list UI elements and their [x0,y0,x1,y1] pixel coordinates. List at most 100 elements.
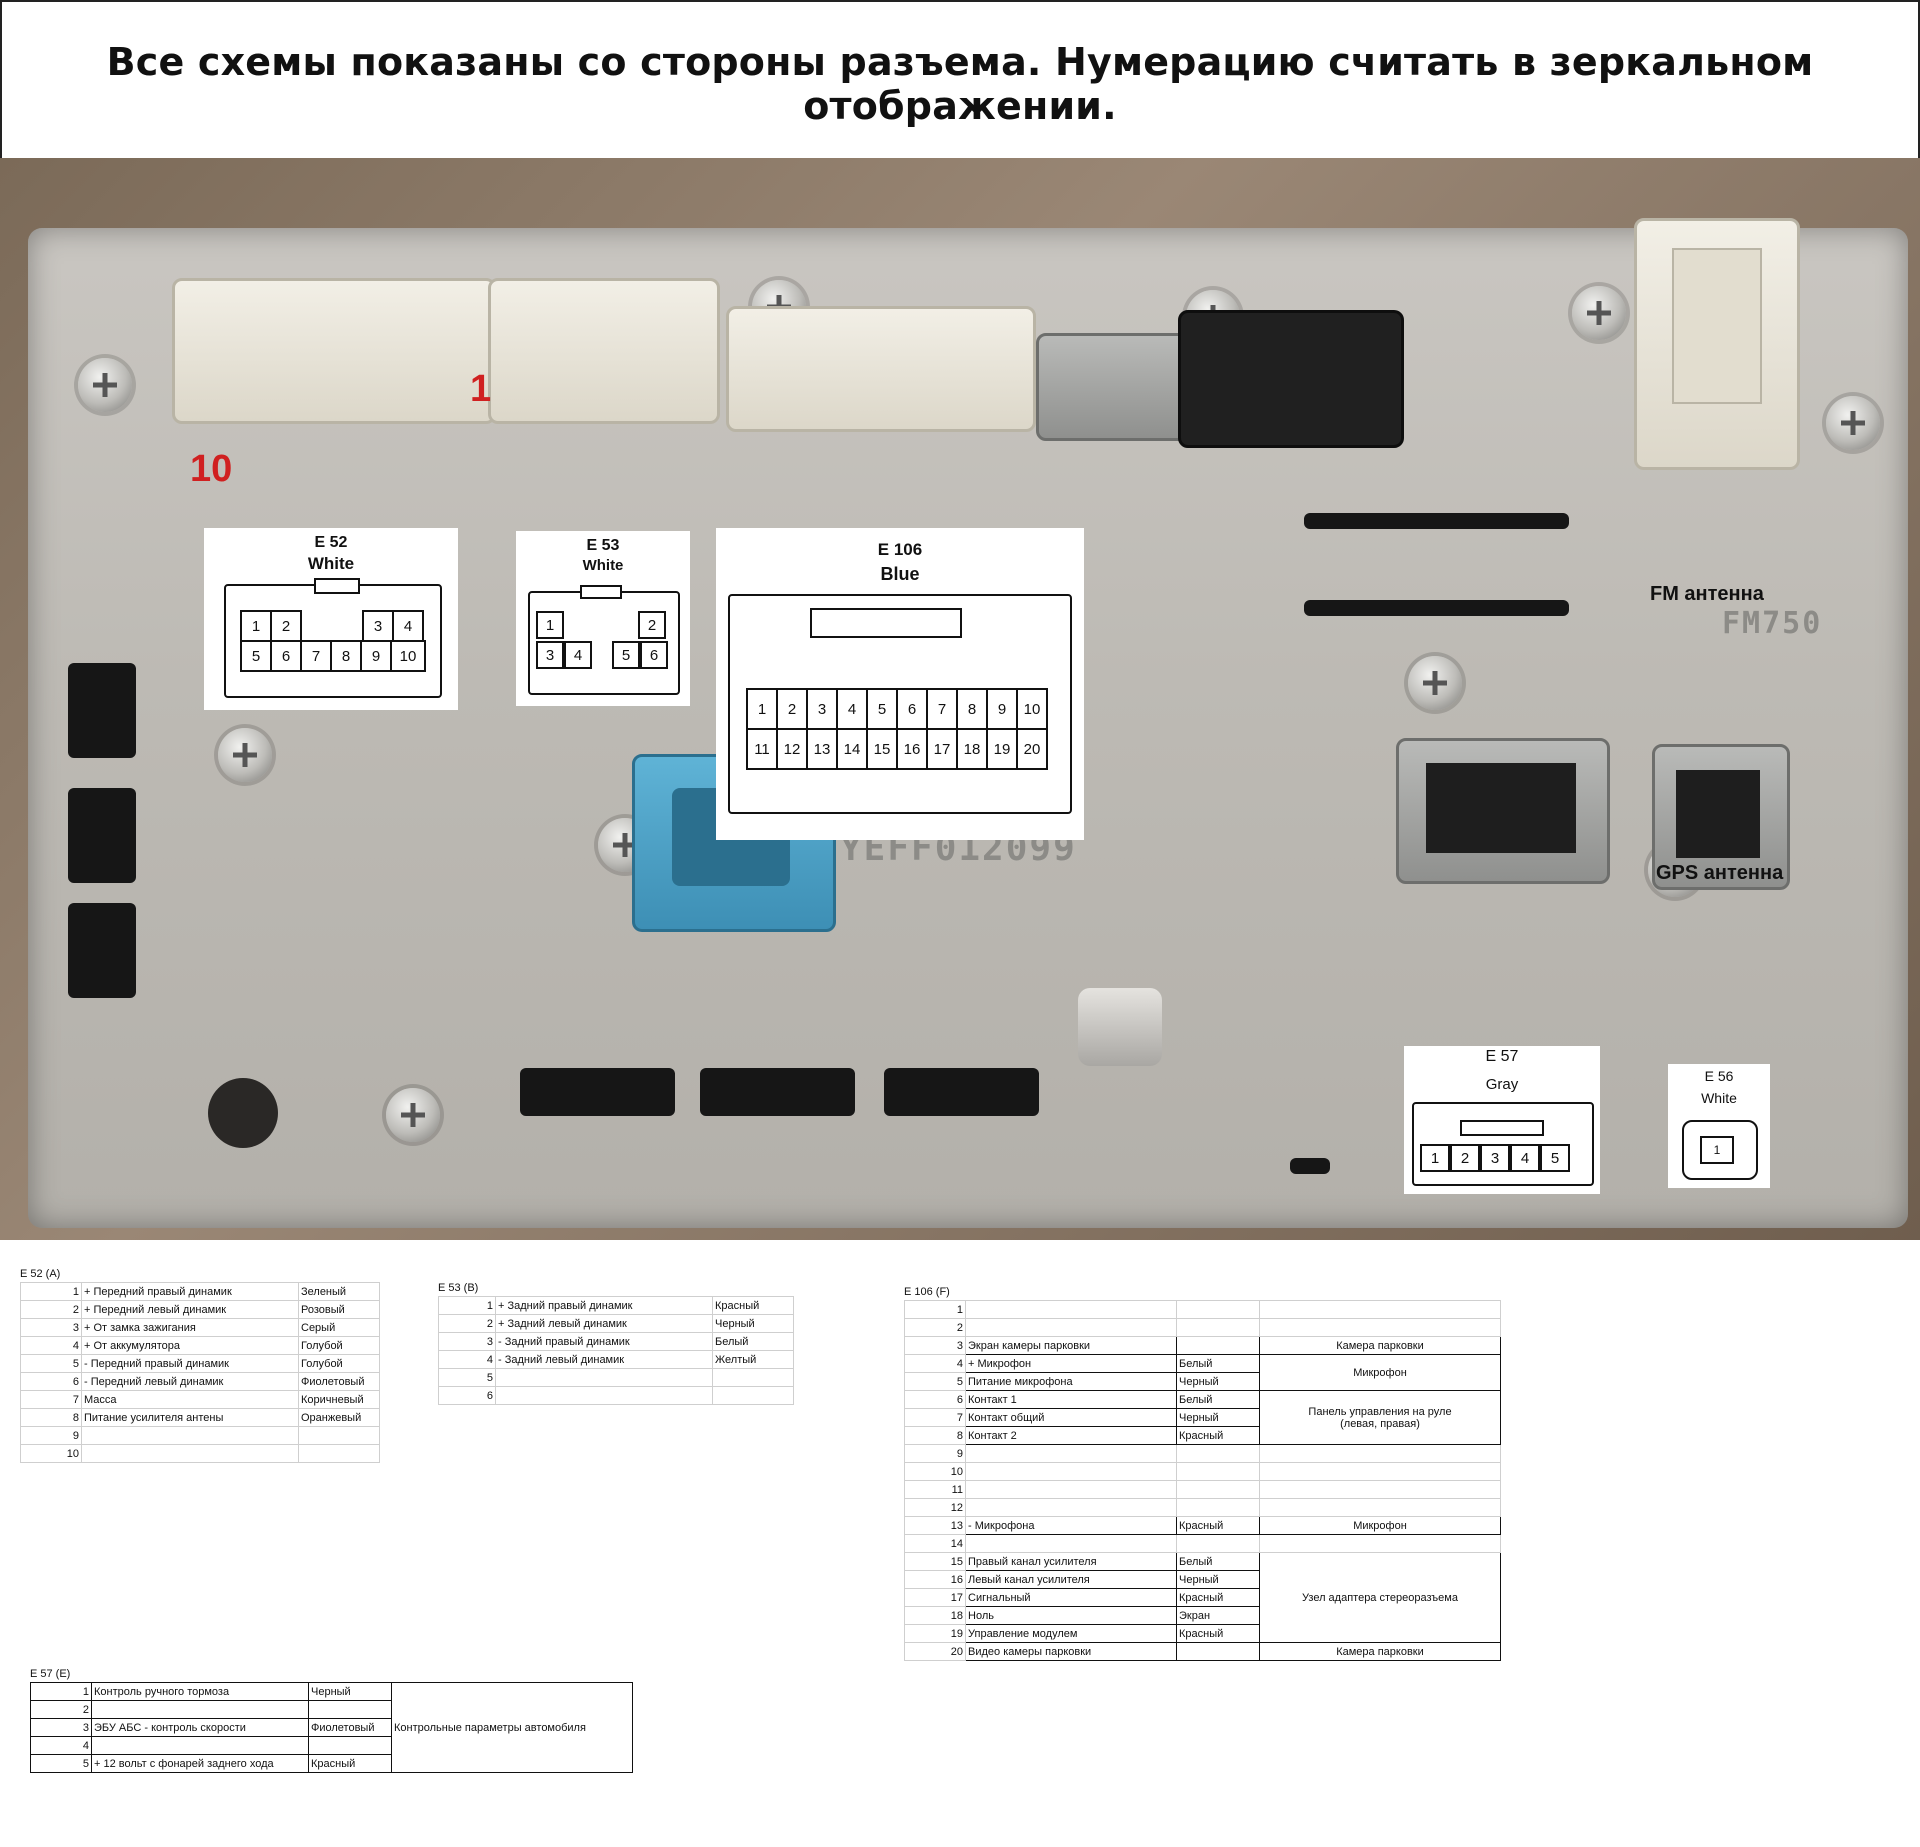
table-e52-caption: E 52 (A) [20,1268,61,1280]
signal-name [91,1700,309,1719]
wire-color: Красный [1176,1588,1260,1607]
group-steering-panel: Панель управления на руле(левая, правая) [1259,1390,1501,1445]
signal-name: Управление модулем [965,1624,1177,1643]
vent-slot [1290,1158,1330,1174]
pin-number: 1 [30,1682,92,1701]
table-row: 5 [438,1368,794,1387]
rivet [1078,988,1162,1066]
table-row: 12 [904,1498,1501,1517]
signal-name: Сигнальный [965,1588,1177,1607]
wire-color: Черный [1176,1570,1260,1589]
page-title: Все схемы показаны со стороны разъема. Н… [106,40,1814,128]
pin-e53-4: 4 [564,641,592,669]
vent-slot [68,903,136,998]
signal-name: - Микрофона [965,1516,1177,1535]
signal-name: Экран камеры парковки [965,1336,1177,1355]
pin-e53-5: 5 [612,641,640,669]
wire-color [1176,1462,1260,1481]
pin-number: 6 [20,1372,82,1391]
pin-number: 15 [904,1552,966,1571]
pin-e106-12: 12 [776,728,808,770]
pin-e56-1: 1 [1700,1136,1734,1164]
table-row: 4 [30,1736,633,1755]
signal-name [495,1386,713,1405]
pin-number: 20 [904,1642,966,1661]
signal-name: Масса [81,1390,299,1409]
pin-number: 3 [20,1318,82,1337]
table-row: 6 [438,1386,794,1405]
wire-color [308,1736,392,1755]
vent-slot [68,788,136,883]
wire-color [712,1386,794,1405]
wire-color: Красный [308,1754,392,1773]
group-label: Узел адаптера стереоразъема [1259,1552,1501,1643]
signal-name [965,1318,1177,1337]
wire-color [308,1700,392,1719]
signal-name [965,1444,1177,1463]
wire-color: Белый [1176,1552,1260,1571]
signal-name: - Передний правый динамик [81,1354,299,1373]
table-row: 10 [904,1462,1501,1481]
pin-e106-2: 2 [776,688,808,730]
pin-number: 4 [20,1336,82,1355]
pin-number: 1 [904,1300,966,1319]
pin-number: 2 [904,1318,966,1337]
screw-icon [1572,286,1626,340]
pin-e52-6: 6 [270,640,302,672]
pin-e52-5: 5 [240,640,272,672]
group-steering-line2: (левая, правая) [1340,1417,1420,1430]
screw-icon [386,1088,440,1142]
pin-number: 2 [20,1300,82,1319]
signal-name: + От аккумулятора [81,1336,299,1355]
pin-e106-16: 16 [896,728,928,770]
group-steering-line1: Панель управления на руле [1308,1405,1452,1418]
signal-name: + Микрофон [965,1354,1177,1373]
signal-name [81,1426,299,1445]
connector-fm-socket [1672,248,1762,404]
signal-name: + 12 вольт с фонарей заднего хода [91,1754,309,1773]
pin-e53-6: 6 [640,641,668,669]
connector-black-photo [1178,310,1404,448]
table-e106-caption: E 106 (F) [904,1286,950,1298]
wire-color: Зеленый [298,1282,380,1301]
pin-number: 1 [438,1296,496,1315]
pinout-e57: E 57 Gray 1 2 3 4 5 [1404,1046,1600,1194]
wire-color: Белый [1176,1390,1260,1409]
pinout-e106-latch [810,608,962,638]
wire-color: Оранжевый [298,1408,380,1427]
vent-slot [68,663,136,758]
pin-number: 17 [904,1588,966,1607]
pin-number: 7 [904,1408,966,1427]
pin-e106-4: 4 [836,688,868,730]
group-empty [1259,1534,1501,1553]
wire-color [298,1426,380,1445]
wire-color: Серый [298,1318,380,1337]
signal-name: Контакт 2 [965,1426,1177,1445]
table-row: 11 [904,1480,1501,1499]
wire-color: Черный [308,1682,392,1701]
pin-number: 5 [904,1372,966,1391]
pinout-e53: E 53 White 1 2 3 4 5 6 [516,531,690,706]
signal-name: + От замка зажигания [81,1318,299,1337]
wire-color: Красный [1176,1516,1260,1535]
wire-color: Черный [1176,1372,1260,1391]
pin-number: 14 [904,1534,966,1553]
pin-number: 4 [438,1350,496,1369]
pin-e57-5: 5 [1540,1144,1570,1172]
wire-color [1176,1444,1260,1463]
signal-name [965,1498,1177,1517]
wire-color: Красный [1176,1426,1260,1445]
pin-number: 8 [904,1426,966,1445]
